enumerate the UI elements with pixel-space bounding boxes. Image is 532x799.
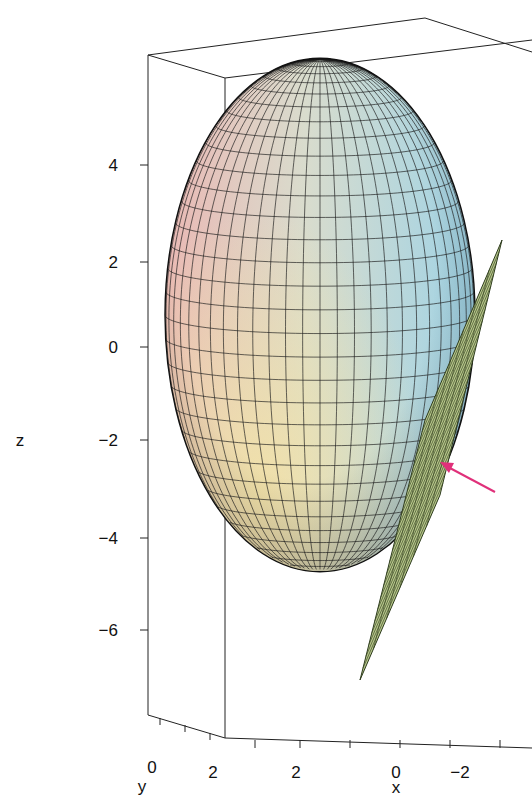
arrow-shaft [448, 467, 495, 492]
z-axis-label: z [16, 432, 25, 449]
axis-tick [350, 740, 351, 748]
axis-tick [450, 740, 451, 748]
mesh-line [238, 59, 320, 568]
box-edge [148, 715, 225, 738]
arrow-head [440, 462, 454, 473]
box-edge [148, 55, 225, 78]
mesh-line [166, 59, 320, 439]
box-edge [225, 738, 532, 748]
plane-grid-line [387, 360, 451, 618]
axis-tick [140, 538, 148, 539]
mesh-line [199, 59, 320, 562]
tangent-plane [360, 240, 502, 680]
axis-label: 0 [391, 764, 400, 781]
mesh-line [320, 59, 455, 191]
axis-label: y [138, 778, 147, 795]
mesh-line [244, 59, 320, 94]
axis-tick [140, 630, 148, 631]
mesh-line [269, 59, 320, 569]
mesh-line [185, 59, 320, 191]
z-axis-label: −4 [99, 530, 118, 547]
axis-tick [300, 740, 301, 748]
z-axis-label: −2 [99, 432, 118, 449]
axis-tick [140, 347, 148, 348]
axis-label: 2 [291, 764, 300, 781]
plane-grid-line [400, 330, 464, 588]
axis-tick [210, 733, 211, 740]
axis-tick [400, 740, 401, 748]
bounding-box [148, 18, 532, 748]
mesh-line [165, 59, 320, 315]
z-axis-label: −6 [99, 622, 118, 639]
mesh-line [253, 59, 320, 568]
mesh-line [263, 59, 320, 78]
axis-tick [140, 262, 148, 263]
z-axis-label: 0 [109, 339, 118, 356]
mesh-line [286, 59, 320, 569]
mesh-line [320, 59, 354, 569]
axis-tick [185, 725, 186, 732]
axis-tick [255, 740, 256, 748]
mesh-line [320, 59, 377, 78]
axis-tick [500, 740, 501, 748]
box-edge [225, 40, 532, 78]
plane-grid-line [413, 300, 476, 557]
axis-tick [140, 165, 148, 166]
axis-tick [160, 718, 161, 725]
mesh-line [303, 59, 320, 570]
z-axis-label: 2 [109, 254, 118, 271]
axis-tick [140, 440, 148, 441]
plane-fill [360, 240, 502, 680]
axis-label: 2 [208, 764, 217, 781]
mesh-line [320, 59, 402, 568]
mesh-line [320, 59, 371, 569]
mesh-line [320, 59, 337, 570]
box-edge [148, 55, 149, 715]
box-edge [148, 18, 425, 55]
mesh-line [320, 59, 421, 122]
mesh-line [219, 59, 320, 122]
axis-label: x [392, 779, 401, 796]
axis-label: −2 [450, 764, 469, 781]
plane-grid-line [373, 390, 438, 649]
axis-label: 0 [147, 759, 156, 776]
pointer-arrow [440, 462, 495, 492]
mesh-line [169, 59, 320, 508]
mesh-line [320, 59, 321, 570]
z-axis-label: 4 [109, 157, 118, 174]
mesh-line [189, 59, 320, 558]
mesh-line [320, 59, 396, 94]
